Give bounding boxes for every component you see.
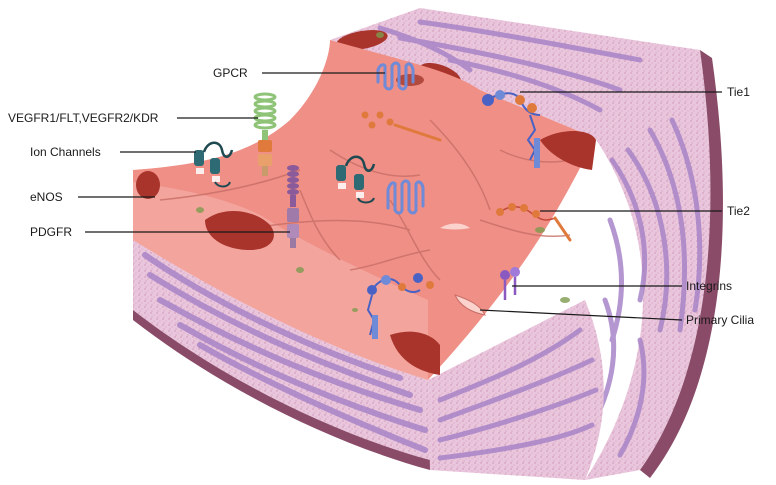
label-ion-channels: Ion Channels (30, 145, 101, 159)
label-vegfr: VEGFR1/FLT,VEGFR2/KDR (8, 111, 158, 125)
label-enos: eNOS (30, 190, 63, 204)
label-tie1: Tie1 (727, 85, 750, 99)
nucleus-front-1 (136, 171, 160, 199)
label-tie2: Tie2 (727, 204, 750, 218)
label-gpcr: GPCR (213, 66, 248, 80)
label-primary-cilia: Primary Cilia (686, 313, 754, 327)
label-pdgfr: PDGFR (30, 225, 72, 239)
label-integrins: Integrins (686, 279, 732, 293)
